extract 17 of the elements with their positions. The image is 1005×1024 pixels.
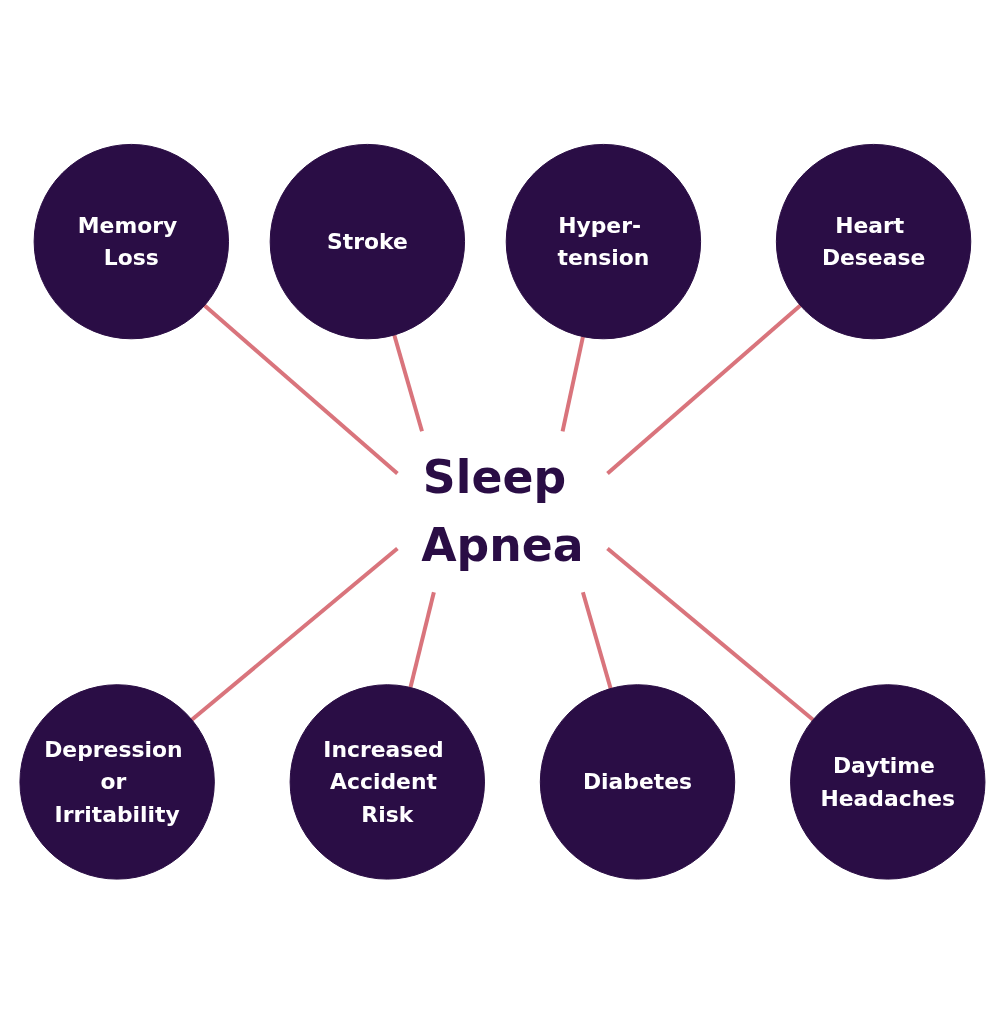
connector [392,334,424,433]
node-circle: Heart Desease [775,144,972,340]
node-circle: Hyper- tension [505,144,702,340]
connector [606,547,815,722]
connector [190,547,399,722]
node-circle: Memory Loss [33,144,230,340]
node-text: Sleep Apnea [421,450,584,573]
node-circle: Daytime Headaches [790,684,986,880]
node-circle: Stroke [269,144,466,340]
connector [606,304,802,476]
node-circle: Diabetes [539,684,736,880]
node-circle: Depression or Irritability [19,684,215,880]
connector [560,336,585,432]
connector [203,304,399,476]
node-circle: Increased Accident Risk [289,684,486,880]
connector [408,591,436,689]
connector [581,591,613,690]
